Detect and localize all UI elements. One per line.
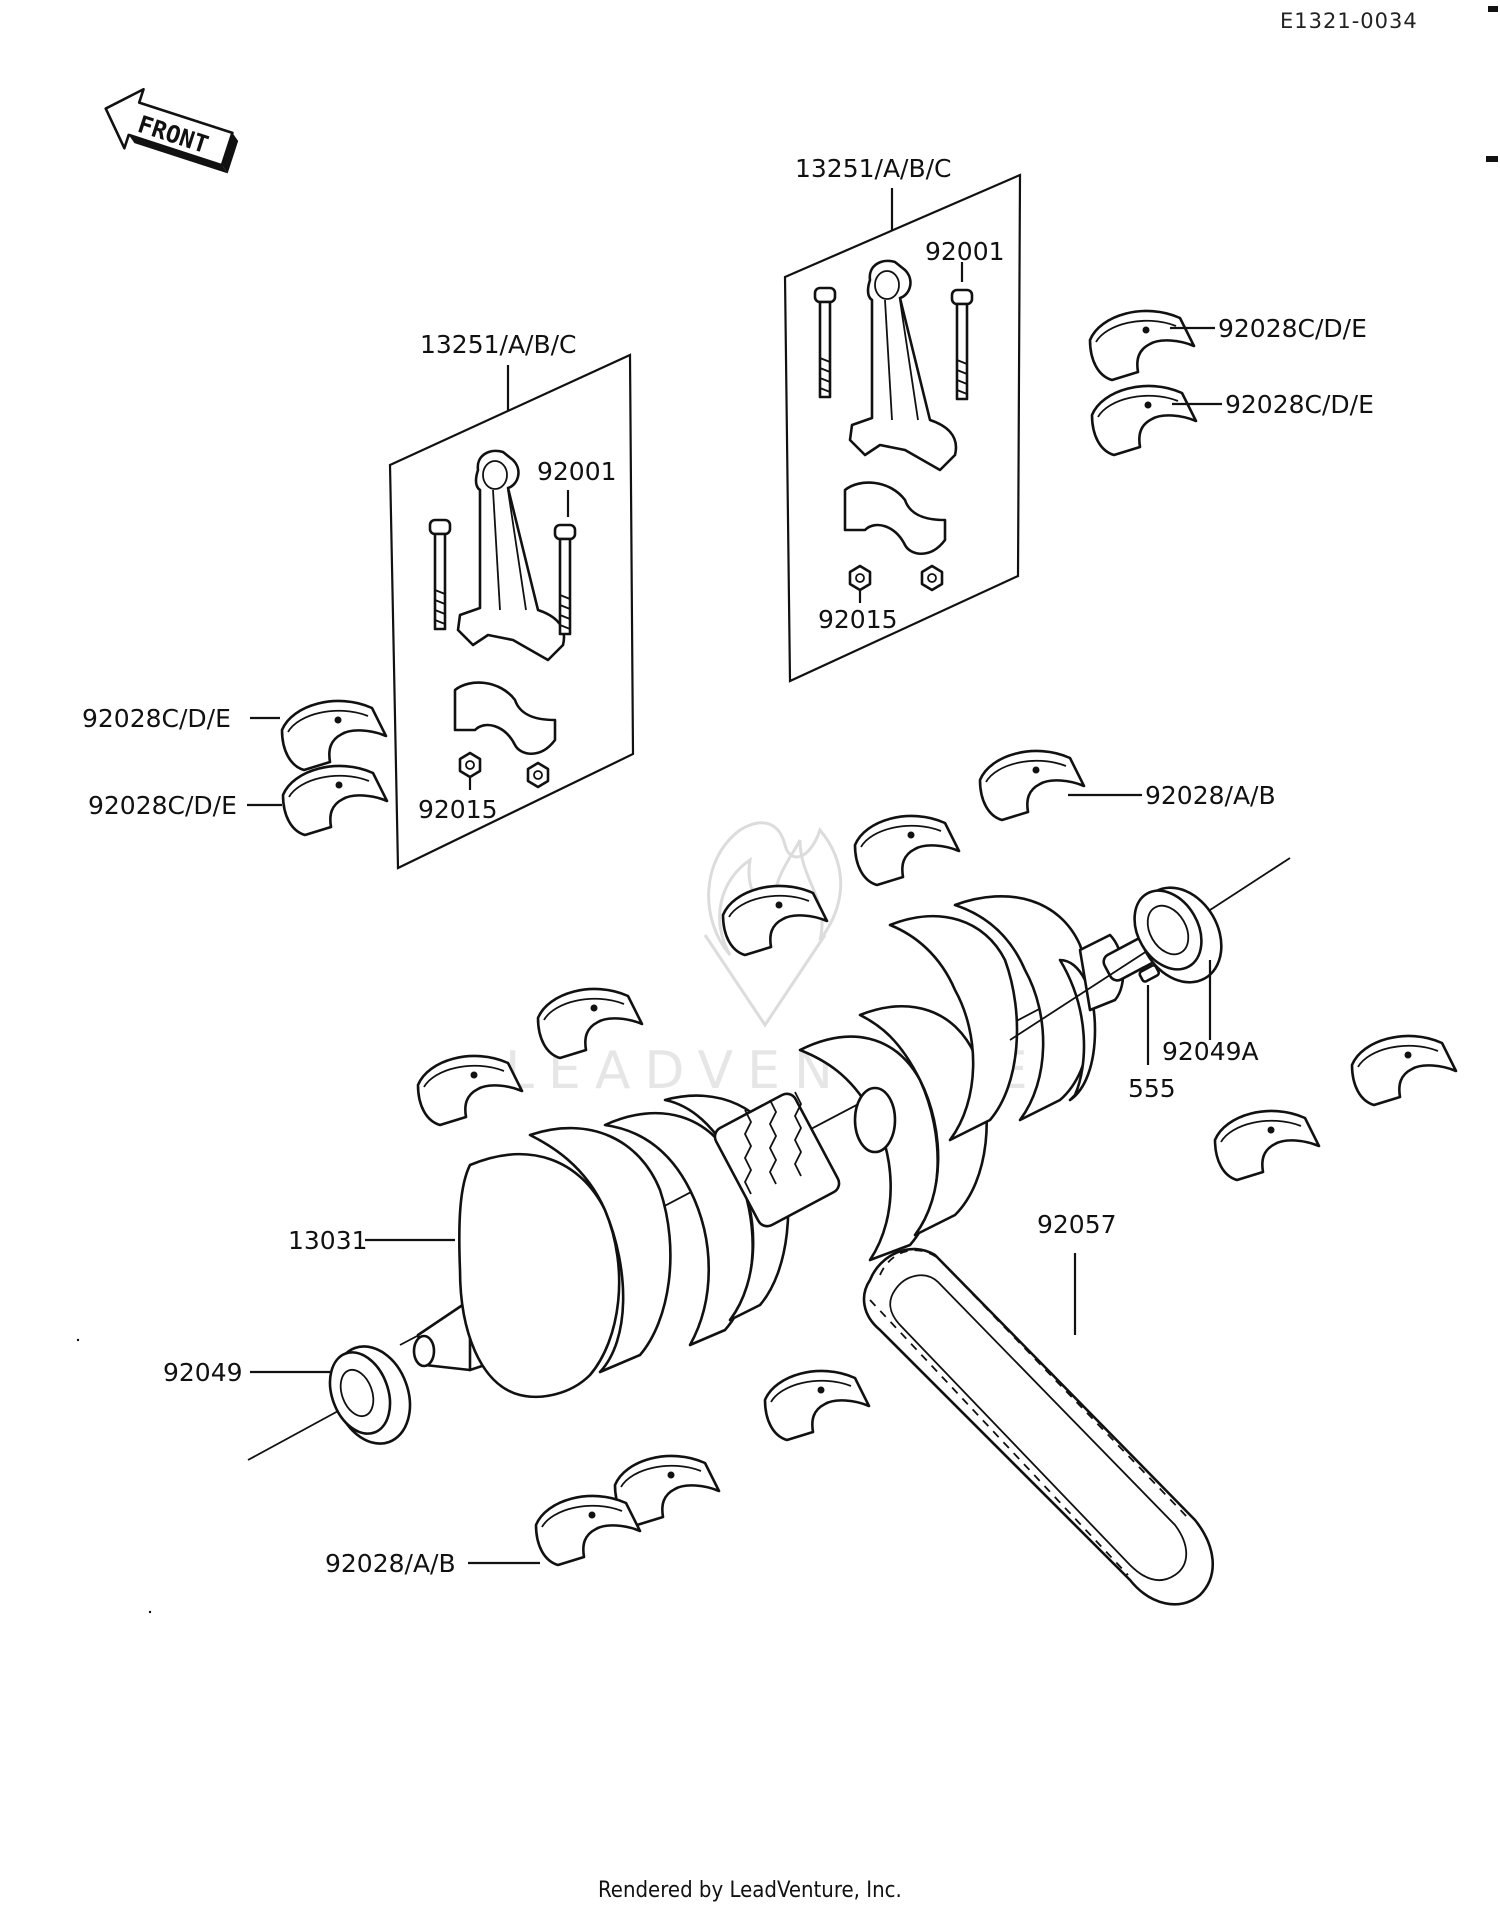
rod-bearings-right: 92028C/D/E 92028C/D/E <box>1088 309 1374 457</box>
front-arrow-icon: FRONT <box>104 87 239 174</box>
key: 555 <box>1128 964 1176 1103</box>
bearing-tr-1-label: 92028C/D/E <box>1218 314 1367 343</box>
footer-credit: Rendered by LeadVenture, Inc. <box>598 1878 902 1903</box>
nut-upper-label: 92015 <box>818 605 898 634</box>
oil-seal-left: 92049 <box>163 1345 412 1461</box>
bearing-l-2-label: 92028C/D/E <box>88 791 237 820</box>
edge-mark <box>1488 6 1498 12</box>
main-bearings-upper: 92028/A/B <box>416 749 1276 1127</box>
connecting-rod-left-assembly: 13251/A/B/C 92001 92015 <box>388 330 635 870</box>
bolt-left-label: 92001 <box>537 457 617 486</box>
chain-label: 92057 <box>1037 1210 1117 1239</box>
main-bearings-lower: 92028/A/B <box>325 1369 871 1578</box>
connecting-rod-upper-assembly: 13251/A/B/C 92001 92015 <box>783 154 1022 683</box>
oil-seal-right: 92049A <box>1009 857 1291 1066</box>
rod-left-label: 13251/A/B/C <box>420 330 577 359</box>
bearing-l-1-label: 92028C/D/E <box>82 704 231 733</box>
crankshaft: 13031 <box>288 895 1181 1399</box>
bearing-tr-2-label: 92028C/D/E <box>1225 390 1374 419</box>
nut-left-label: 92015 <box>418 795 498 824</box>
crankshaft-gear <box>713 1091 841 1228</box>
rod-upper-label: 13251/A/B/C <box>795 154 952 183</box>
oil-seal-left-label: 92049 <box>163 1358 243 1387</box>
bolt-upper-label: 92001 <box>925 237 1005 266</box>
key-label: 555 <box>1128 1074 1176 1103</box>
crankshaft-label: 13031 <box>288 1226 368 1255</box>
main-bearing-upper-label: 92028/A/B <box>1145 781 1276 810</box>
rod-bearings-left: 92028C/D/E 92028C/D/E <box>82 699 389 837</box>
oil-seal-right-label: 92049A <box>1162 1037 1259 1066</box>
cam-chain: 92057 <box>862 1210 1214 1606</box>
main-bearing-lower-label: 92028/A/B <box>325 1549 456 1578</box>
edge-mark <box>1486 156 1498 162</box>
scan-dot <box>76 1338 80 1342</box>
diagram-code: E1321-0034 <box>1280 9 1418 33</box>
scan-dot <box>148 1610 152 1614</box>
